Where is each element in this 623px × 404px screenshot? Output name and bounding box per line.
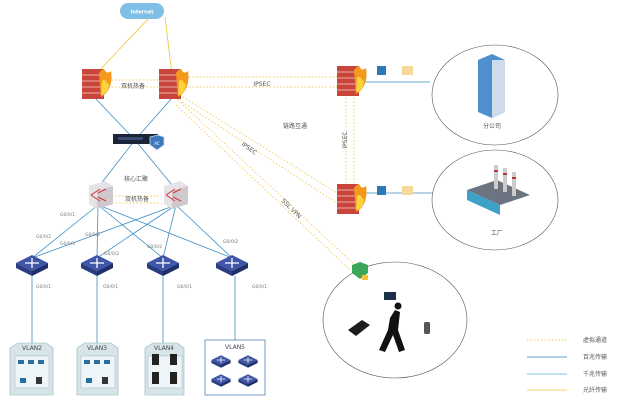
tablet-icon [384,292,396,300]
access-switch-icon[interactable] [146,254,180,277]
svg-text:G0/0/2: G0/0/2 [104,251,119,257]
ethernet-links [31,81,435,345]
svg-text:AC: AC [154,141,160,146]
interconnect-label: 链路互通 [283,122,307,130]
svg-text:G0/0/2: G0/0/2 [85,232,100,238]
core-switch-icon[interactable] [163,180,189,210]
port-labels: G0/0/1 G0/0/2 G0/0/2 G0/0/3 G0/0/2 G0/0/… [36,212,267,290]
firewall-icon[interactable] [81,68,113,100]
factory-label: 工厂 [491,230,503,237]
fiber-links [94,16,173,76]
monitor-icon [377,66,386,75]
branch-office[interactable]: 分公司 [431,44,559,146]
ssl-vpn-label: SSL VPN [280,198,303,221]
branch-label: 分公司 [483,122,501,130]
legend-item: 百兆传输 [583,353,607,361]
legend-item: 光纤传输 [583,386,607,394]
core-switch-icon[interactable] [88,180,114,210]
ipsec-label: IPSEC [342,131,349,148]
access-switch-icon[interactable] [215,254,249,277]
phone-icon [424,322,430,334]
svg-text:VLAN4: VLAN4 [154,345,174,352]
access-switch-icon[interactable] [15,254,49,277]
svg-text:G0/0/1: G0/0/1 [103,284,118,290]
ipsec-label: IPSEC [253,81,270,88]
vlan3[interactable]: VLAN3 [76,342,119,396]
svg-text:G0/0/2: G0/0/2 [36,234,51,240]
vlan2[interactable]: VLAN2 [9,342,54,396]
ha-label: 双机热备 [121,82,145,90]
lock-icon [362,275,368,280]
vlan4[interactable]: VLAN4 [144,342,185,396]
svg-text:G0/0/1: G0/0/1 [60,212,75,218]
svg-text:G0/0/3: G0/0/3 [60,241,75,247]
firewall-icon[interactable] [158,68,190,100]
svg-text:G0/0/2: G0/0/2 [147,244,162,250]
svg-text:VLAN2: VLAN2 [22,345,42,352]
svg-text:VLAN3: VLAN3 [87,345,107,352]
monitor-icon [377,186,386,195]
ipsec-label: IPSEC [240,141,258,157]
vlan5[interactable]: VLAN5 [204,339,266,396]
firewall-icon[interactable] [336,183,368,215]
folder-icon [402,186,413,195]
access-switch-icon[interactable] [80,254,114,277]
internet-cloud[interactable]: Internet [120,3,164,19]
ha-label: 双机热备 [125,195,149,203]
business-person-icon [379,310,405,352]
firewall-icon[interactable] [336,65,368,97]
svg-text:G0/0/1: G0/0/1 [252,284,267,290]
legend-item: 千兆传输 [583,370,607,378]
laptop-icon [348,320,370,336]
mobile-users[interactable] [322,261,468,379]
shield-icon [149,134,165,151]
svg-text:G0/0/2: G0/0/2 [223,239,238,245]
svg-text:G0/0/1: G0/0/1 [36,284,51,290]
virtual-tunnels [108,76,356,271]
legend-item: 虚拟通道 [583,336,607,344]
svg-text:VLAN5: VLAN5 [225,344,245,351]
factory[interactable]: 工厂 [431,149,559,251]
folder-icon [402,66,413,75]
internet-label: Internet [130,10,154,16]
svg-text:G0/0/1: G0/0/1 [177,284,192,290]
ac-controller[interactable]: AC [113,134,165,151]
core-label: 核心汇聚 [124,175,148,183]
shield-icon [352,262,368,279]
legend: 虚拟通道 百兆传输 千兆传输 光纤传输 [527,336,607,394]
